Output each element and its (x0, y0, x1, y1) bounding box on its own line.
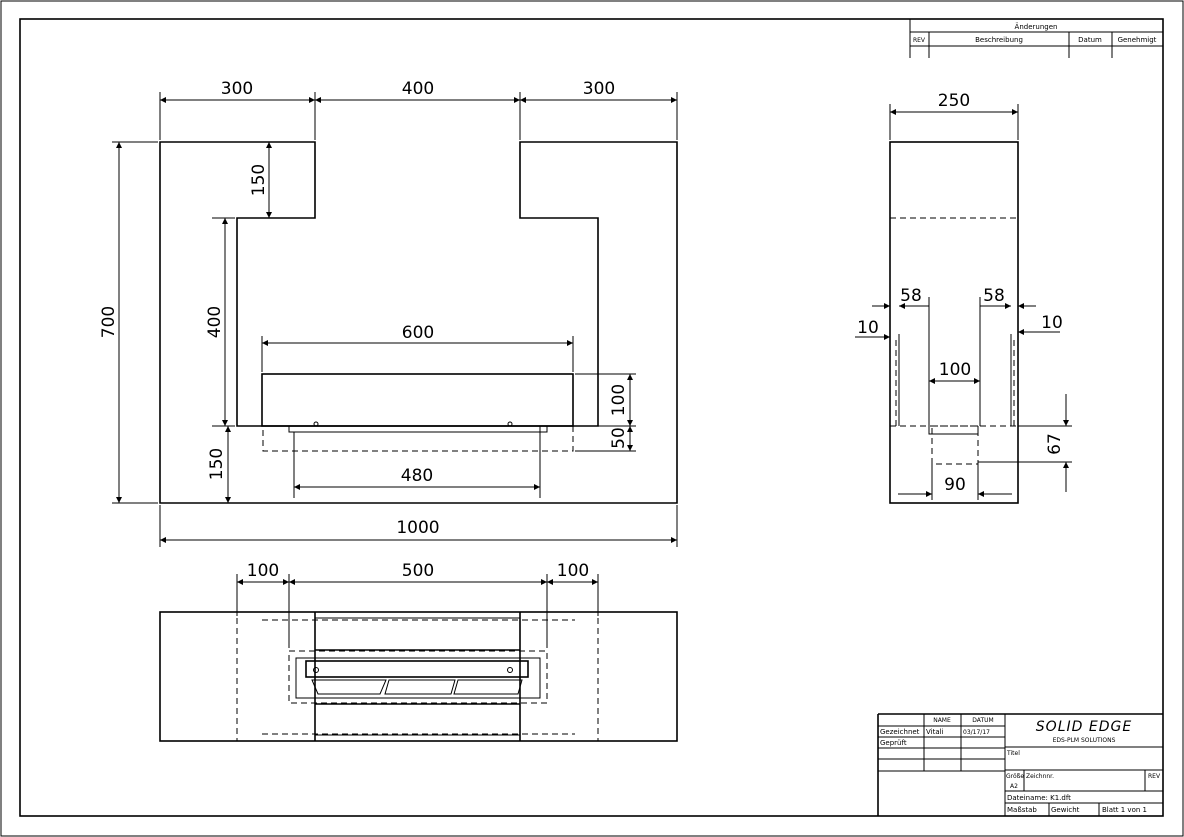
tb-gewicht: Gewicht (1051, 806, 1080, 814)
title-block: NAME DATUM Gezeichnet Vitali 03/17/17 Ge… (877, 713, 1163, 816)
dim-top-left: 300 (221, 79, 253, 99)
dim-right-10: 10 (1041, 313, 1063, 333)
tb-blatt: Blatt 1 von 1 (1102, 806, 1147, 814)
tb-hdr-datum: DATUM (972, 717, 993, 724)
dim-height-total: 700 (99, 306, 119, 338)
dim-top-right: 300 (583, 79, 615, 99)
tb-gezeichnet-name: Vitali (926, 728, 944, 736)
tb-gezeichnet-datum: 03/17/17 (963, 729, 990, 736)
solid-edge-logo: SOLID EDGE (1036, 719, 1132, 735)
dim-left-10: 10 (857, 318, 879, 338)
dim-left-100: 100 (247, 561, 279, 581)
tb-hdr-name: NAME (933, 717, 951, 724)
tb-row-geprueft: Geprüft (880, 739, 907, 747)
dim-base: 150 (207, 448, 227, 480)
revision-col-beschreibung: Beschreibung (975, 36, 1023, 44)
dim-burner-lower: 50 (609, 427, 629, 449)
revision-col-rev: REV (913, 37, 926, 44)
dim-left-58: 58 (900, 286, 922, 306)
top-view: 100 500 100 (159, 561, 678, 742)
revision-col-datum: Datum (1078, 36, 1102, 44)
dim-top-mid: 400 (402, 79, 434, 99)
revision-table: Änderungen REV Beschreibung Datum Genehm… (909, 19, 1163, 58)
dim-burner-inner: 480 (401, 466, 433, 486)
dim-right-58: 58 (983, 286, 1005, 306)
revision-title: Änderungen (1015, 22, 1058, 31)
burner-hidden (262, 425, 574, 452)
side-view: 250 58 58 10 10 100 67 90 (855, 91, 1072, 504)
front-view: 300 400 300 700 150 400 150 600 100 50 4… (99, 79, 678, 547)
tb-groesse-value: A2 (1010, 783, 1018, 790)
dim-depth: 250 (938, 91, 970, 111)
dim-width-total: 1000 (396, 518, 439, 538)
dim-center-100: 100 (939, 360, 971, 380)
dim-90: 90 (944, 475, 966, 495)
dim-67: 67 (1045, 433, 1065, 455)
tb-massstab: Maßstab (1007, 806, 1037, 814)
side-outline (889, 141, 1019, 504)
tb-rev-label: REV (1148, 773, 1161, 780)
tb-row-gezeichnet: Gezeichnet (880, 728, 920, 736)
burner-box (261, 373, 574, 427)
tb-titel-label: Titel (1006, 750, 1020, 757)
top-outline (159, 611, 678, 742)
revision-col-genehmigt: Genehmigt (1118, 36, 1157, 44)
burner-tray (288, 425, 548, 433)
tb-dateiname: Dateiname: K1.dft (1007, 794, 1071, 802)
dim-burner-height: 100 (609, 384, 629, 416)
dim-opening: 400 (205, 306, 225, 338)
dim-mid-500: 500 (402, 561, 434, 581)
dim-burner-width: 600 (402, 323, 434, 343)
solid-edge-logo-sub: EDS-PLM SOLUTIONS (1053, 737, 1116, 744)
tb-zeichnr-label: Zeichnnr. (1026, 773, 1054, 780)
tb-groesse-label: Größe (1006, 773, 1024, 780)
front-outline (159, 141, 678, 504)
dim-right-100: 100 (557, 561, 589, 581)
dim-notch: 150 (249, 164, 269, 196)
